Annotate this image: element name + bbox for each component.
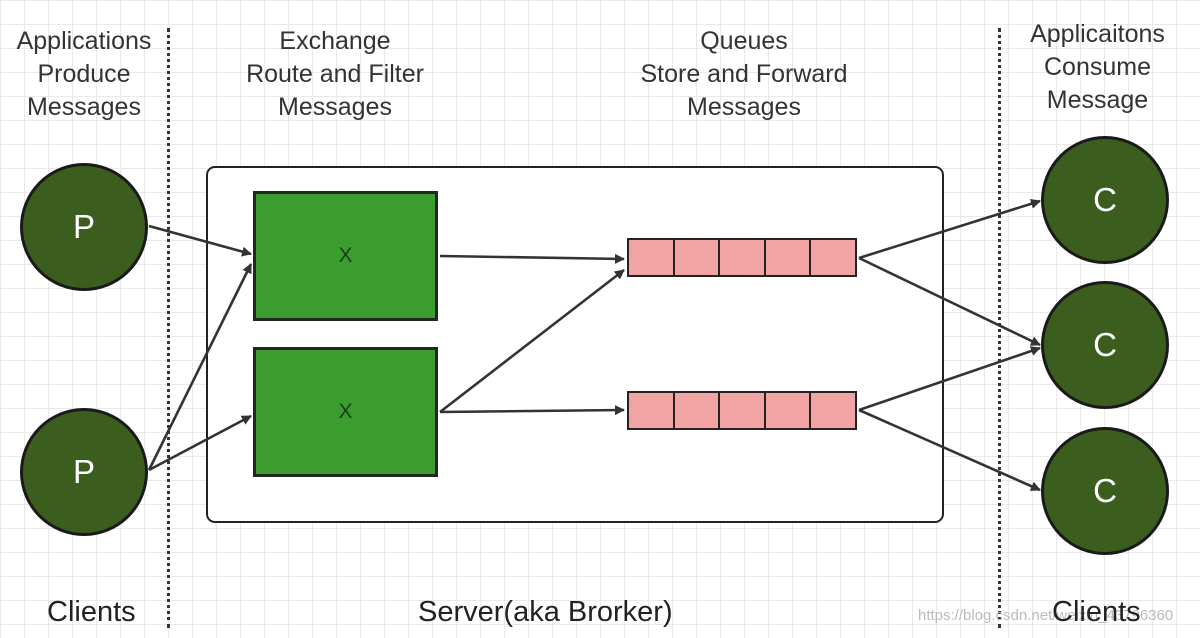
consumers-header: Applicaitons Consume Message [1030, 20, 1165, 114]
exchange-header: Exchange Route and Filter Messages [246, 27, 424, 121]
arrow-q2-c3 [858, 408, 1041, 492]
queue-cell [720, 240, 766, 275]
queue-cell [629, 393, 675, 428]
server-label: Server(aka Brorker) [418, 596, 673, 628]
queue-cell [675, 393, 721, 428]
arrow-x1-q1 [439, 253, 625, 264]
consumer-node-3: C [1041, 427, 1169, 555]
right-divider [998, 28, 1001, 628]
producer-node-1: P [20, 163, 148, 291]
producer-node-2: P [20, 408, 148, 536]
queue-cell [720, 393, 766, 428]
consumer-node-2: C [1041, 281, 1169, 409]
watermark: https://blog.csdn.net/weixin_43796360 [918, 607, 1174, 624]
arrow-x2-q2 [439, 405, 625, 416]
consumer-node-1: C [1041, 136, 1169, 264]
arrow-x2-q1 [439, 268, 625, 414]
clients-left-label: Clients [47, 596, 136, 628]
queue-cell [629, 240, 675, 275]
queue-2 [627, 391, 857, 430]
arrow-q2-c2 [858, 346, 1041, 412]
left-divider [167, 28, 170, 628]
exchange-box-1: X [253, 191, 438, 321]
producers-header: Applications Produce Messages [16, 27, 152, 121]
arrow-q1-c2 [858, 256, 1041, 347]
arrow-p2-x1 [147, 263, 253, 471]
queue-1 [627, 238, 857, 277]
queues-header: Queues Store and Forward Messages [640, 27, 848, 121]
queue-cell [766, 393, 812, 428]
arrow-p1-x1 [148, 224, 252, 257]
clients-right-label: Clients [1052, 596, 1141, 628]
exchange-box-2: X [253, 347, 438, 477]
queue-cell [766, 240, 812, 275]
arrow-p2-x2 [148, 414, 252, 472]
queue-cell [675, 240, 721, 275]
arrow-q1-c1 [858, 198, 1041, 260]
